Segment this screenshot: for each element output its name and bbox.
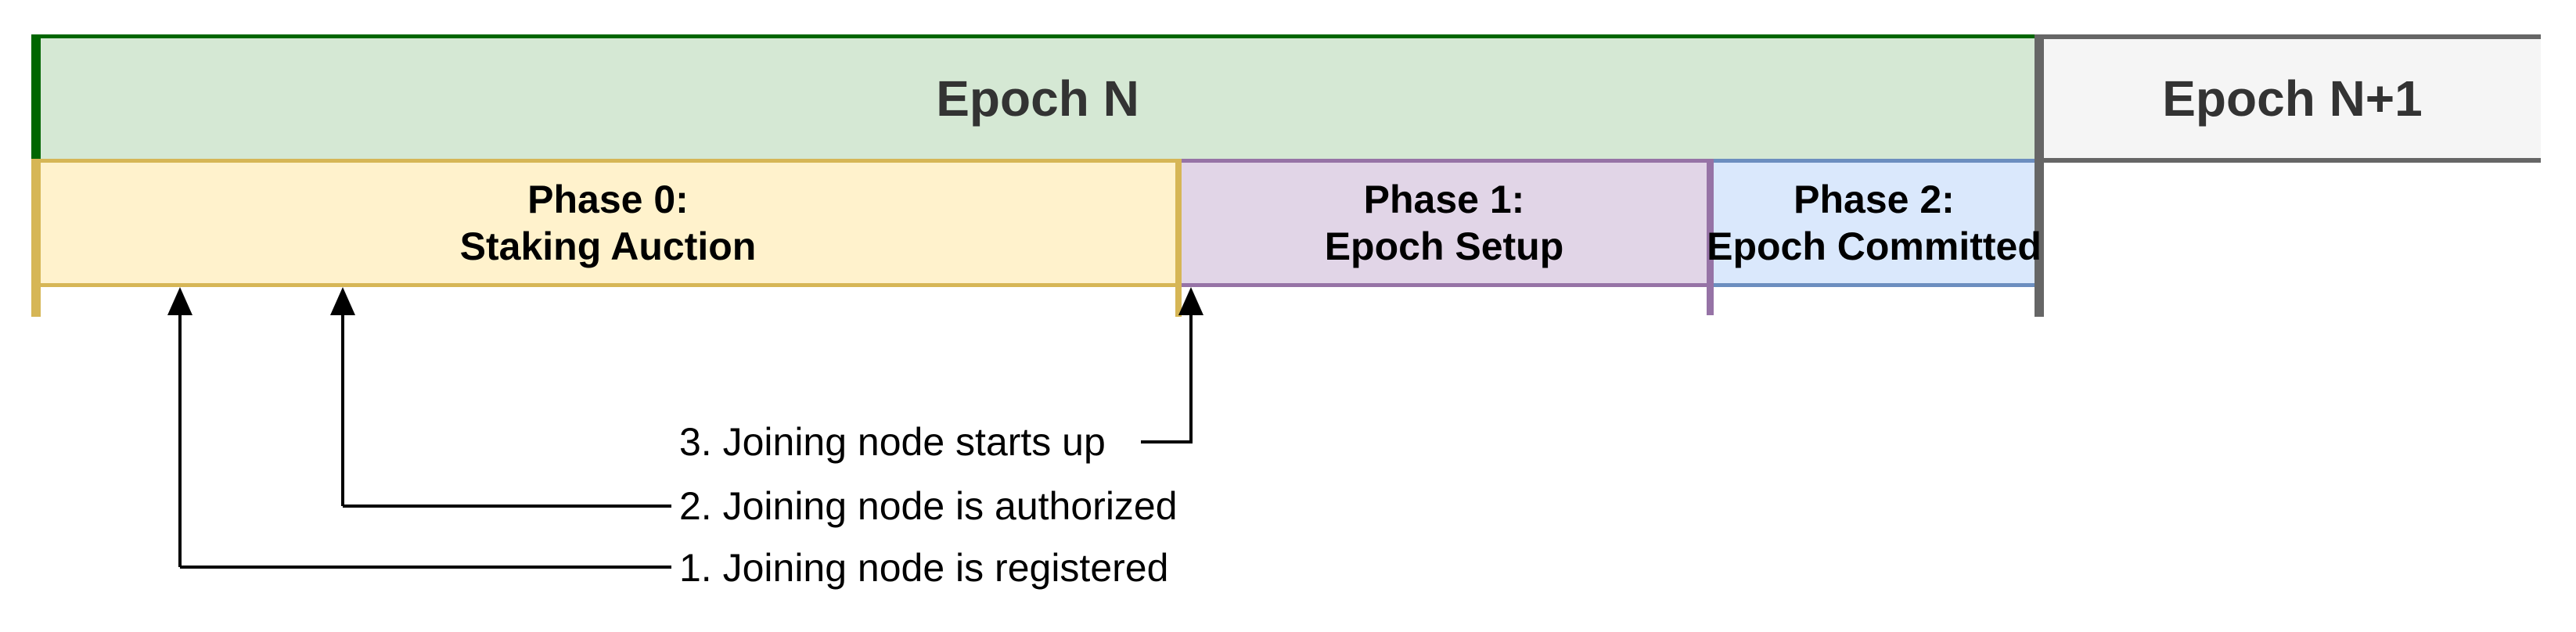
epoch-n1-bar: Epoch N+1 (2044, 34, 2541, 163)
arrow-up-icon (330, 287, 355, 315)
phase-1-epoch-setup-box: Phase 1: Epoch Setup (1182, 159, 1714, 287)
epoch-n-label: Epoch N (936, 70, 1139, 127)
annotation-node-registered: 1. Joining node is registered (679, 546, 1169, 590)
arrow-3-connector (1141, 440, 1193, 443)
phase-2-title: Phase 2: (1793, 178, 1955, 221)
arrow-2-connector (343, 505, 671, 508)
arrow-2-shaft (341, 314, 344, 506)
phase-0-staking-auction-box: Phase 0: Staking Auction (31, 159, 1182, 287)
phase-1-title: Phase 1: (1363, 178, 1525, 221)
epoch-boundary-divider (2035, 34, 2044, 317)
epoch-n1-label: Epoch N+1 (2162, 70, 2423, 127)
annotation-node-authorized: 2. Joining node is authorized (679, 484, 1178, 528)
annotation-node-starts-up: 3. Joining node starts up (679, 420, 1106, 464)
phase-0-subtitle: Staking Auction (459, 224, 757, 268)
epoch-n-bar: Epoch N (31, 34, 2035, 159)
phase-2-subtitle: Epoch Committed (1707, 224, 2042, 268)
arrow-1-connector (180, 566, 671, 569)
arrow-1-shaft (178, 314, 182, 567)
arrow-3-shaft (1189, 314, 1193, 443)
arrow-up-icon (167, 287, 192, 315)
phase-0-left-boundary-tick (31, 287, 41, 317)
phase-1-right-boundary-tick (1707, 287, 1714, 315)
phase-1-subtitle: Epoch Setup (1324, 224, 1564, 268)
phase-2-epoch-committed-box: Phase 2: Epoch Committed (1707, 159, 2042, 287)
arrow-up-icon (1178, 287, 1203, 315)
phase-0-title: Phase 0: (527, 178, 689, 221)
